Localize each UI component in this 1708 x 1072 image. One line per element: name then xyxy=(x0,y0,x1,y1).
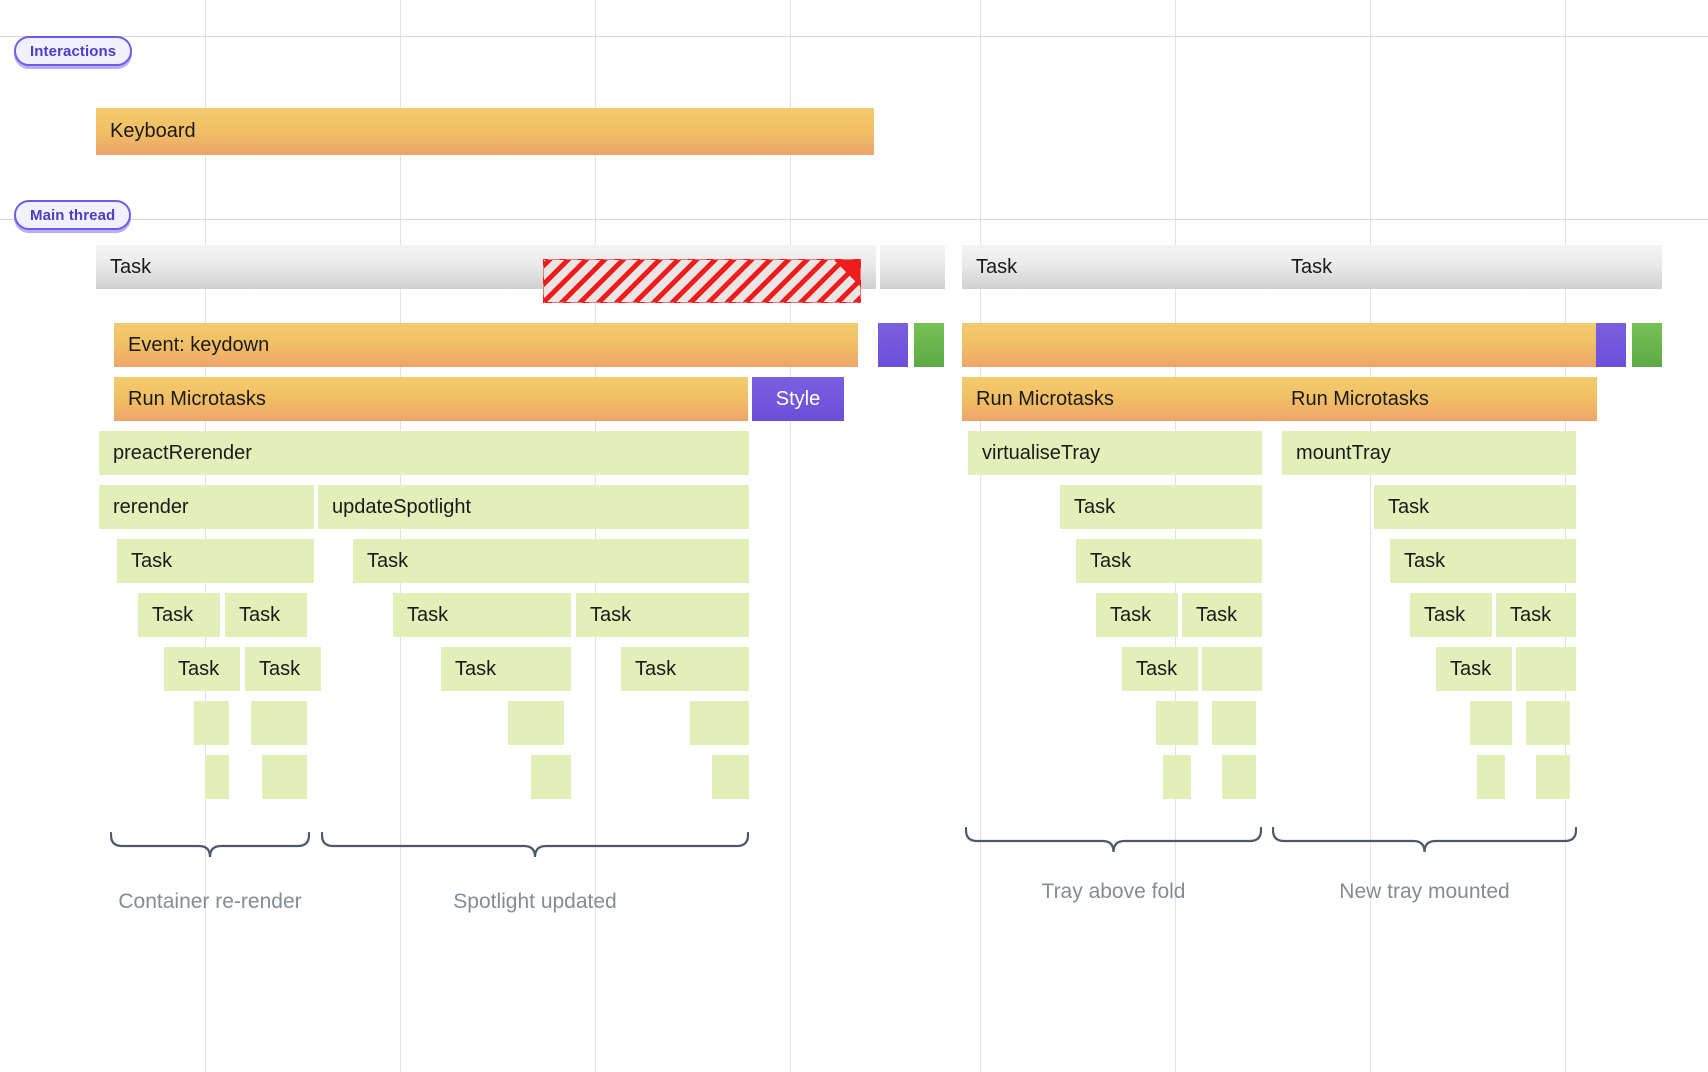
flame-block-unlabeled[interactable] xyxy=(1516,647,1576,691)
annotation-label-tray-above-fold: Tray above fold xyxy=(1041,880,1186,903)
track-chip-interactions[interactable]: Interactions xyxy=(14,36,133,66)
flame-block-task[interactable]: Task xyxy=(225,593,307,637)
flame-block-task[interactable]: Task xyxy=(353,539,749,583)
flame-block-virtualisetray[interactable]: virtualiseTray xyxy=(968,431,1262,475)
flame-block-unlabeled[interactable] xyxy=(1163,755,1191,799)
flame-block-mounttray[interactable]: mountTray xyxy=(1282,431,1576,475)
flame-block-unlabeled[interactable] xyxy=(1596,323,1626,367)
flame-block-task[interactable]: Task xyxy=(1096,593,1178,637)
flame-block-unlabeled[interactable] xyxy=(194,701,229,745)
gridline-vertical xyxy=(1175,0,1176,1072)
flame-block-task[interactable]: Task xyxy=(621,647,749,691)
flame-block-unlabeled[interactable] xyxy=(880,245,945,289)
flame-block-task[interactable]: Task xyxy=(1277,245,1597,289)
long-task-hatch[interactable] xyxy=(543,259,861,303)
flame-block-task[interactable]: Task xyxy=(1410,593,1492,637)
flame-block-unlabeled[interactable] xyxy=(251,701,307,745)
flame-block-task[interactable]: Task xyxy=(576,593,749,637)
flame-block-task[interactable]: Task xyxy=(138,593,220,637)
flame-block-task[interactable]: Task xyxy=(1076,539,1262,583)
flame-block-unlabeled[interactable] xyxy=(1156,701,1198,745)
brace-spotlight-updated xyxy=(321,832,749,866)
flame-block-task[interactable]: Task xyxy=(962,245,1282,289)
interaction-entry[interactable]: Keyboard xyxy=(96,108,874,155)
flame-block-run-microtasks[interactable]: Run Microtasks xyxy=(1277,377,1597,421)
flame-block-unlabeled[interactable] xyxy=(1277,323,1597,367)
flame-block-task[interactable]: Task xyxy=(164,647,240,691)
flame-block-task[interactable]: Task xyxy=(1122,647,1198,691)
brace-container-re-render xyxy=(110,832,310,866)
flame-block-task[interactable]: Task xyxy=(1436,647,1512,691)
flame-block-unlabeled[interactable] xyxy=(712,755,749,799)
flame-block-task[interactable]: Task xyxy=(393,593,571,637)
flame-block-unlabeled[interactable] xyxy=(1222,755,1256,799)
long-task-triangle-icon xyxy=(834,260,860,286)
flame-block-style[interactable]: Style xyxy=(752,377,844,421)
flame-block-unlabeled[interactable] xyxy=(262,755,307,799)
flame-block-task[interactable]: Task xyxy=(1390,539,1576,583)
flame-block-task[interactable]: Task xyxy=(1496,593,1576,637)
brace-tray-above-fold xyxy=(965,827,1262,861)
gridline-vertical xyxy=(205,0,206,1072)
gridline-vertical xyxy=(400,0,401,1072)
flame-block-unlabeled[interactable] xyxy=(1632,323,1662,367)
flame-block-task[interactable]: Task xyxy=(245,647,321,691)
track-chip-main-thread[interactable]: Main thread xyxy=(14,200,132,230)
flame-block-task[interactable]: Task xyxy=(1182,593,1262,637)
flame-block-task[interactable]: Task xyxy=(1374,485,1576,529)
flame-block-event-keydown[interactable]: Event: keydown xyxy=(114,323,858,367)
flame-block-unlabeled[interactable] xyxy=(1526,701,1570,745)
flame-block-unlabeled[interactable] xyxy=(1202,647,1262,691)
gridline-vertical xyxy=(980,0,981,1072)
flame-block-unlabeled[interactable] xyxy=(1212,701,1256,745)
flame-block-unlabeled[interactable] xyxy=(914,323,944,367)
annotation-label-container-re-render: Container re-render xyxy=(118,890,302,913)
flame-block-preactrerender[interactable]: preactRerender xyxy=(99,431,749,475)
flame-block-rerender[interactable]: rerender xyxy=(99,485,314,529)
flame-block-run-microtasks[interactable]: Run Microtasks xyxy=(962,377,1282,421)
flame-block-unlabeled[interactable] xyxy=(1477,755,1505,799)
brace-new-tray-mounted xyxy=(1272,827,1577,861)
flame-block-unlabeled[interactable] xyxy=(1470,701,1512,745)
annotation-label-new-tray-mounted: New tray mounted xyxy=(1339,880,1510,903)
flame-block-unlabeled[interactable] xyxy=(690,701,749,745)
gridline-vertical xyxy=(1565,0,1566,1072)
flame-block-unlabeled[interactable] xyxy=(878,323,908,367)
track-divider xyxy=(0,36,1708,37)
flame-block-updatespotlight[interactable]: updateSpotlight xyxy=(318,485,749,529)
gridline-vertical xyxy=(790,0,791,1072)
flame-block-unlabeled[interactable] xyxy=(508,701,564,745)
flame-block-unlabeled[interactable] xyxy=(1597,245,1662,289)
flame-block-run-microtasks[interactable]: Run Microtasks xyxy=(114,377,748,421)
flame-block-unlabeled[interactable] xyxy=(962,323,1282,367)
flame-block-task[interactable]: Task xyxy=(1060,485,1262,529)
flame-block-task[interactable]: Task xyxy=(441,647,571,691)
annotation-label-spotlight-updated: Spotlight updated xyxy=(453,890,617,913)
track-divider xyxy=(0,219,1708,220)
gridline-vertical xyxy=(1370,0,1371,1072)
flame-block-task[interactable]: Task xyxy=(117,539,314,583)
flame-block-unlabeled[interactable] xyxy=(205,755,229,799)
gridline-vertical xyxy=(595,0,596,1072)
flame-block-unlabeled[interactable] xyxy=(1536,755,1570,799)
flame-block-unlabeled[interactable] xyxy=(531,755,571,799)
